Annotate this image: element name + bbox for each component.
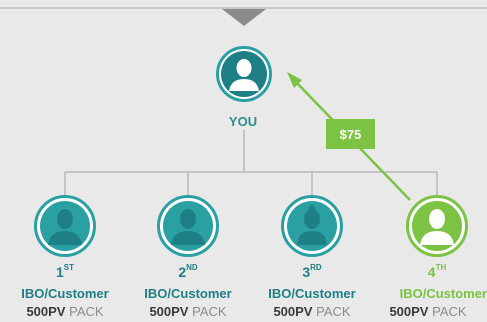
person-icon bbox=[412, 201, 462, 251]
you-label: YOU bbox=[228, 114, 258, 129]
member-pack-3: 500PV PACK bbox=[273, 304, 351, 319]
person-icon bbox=[40, 201, 90, 251]
you-avatar bbox=[216, 46, 272, 102]
member-pack-2: 500PV PACK bbox=[149, 304, 227, 319]
member-role-2: IBO/Customer bbox=[144, 286, 232, 301]
member-role-1: IBO/Customer bbox=[21, 286, 109, 301]
member-avatar-4 bbox=[406, 195, 468, 257]
member-avatar-2 bbox=[157, 195, 219, 257]
commission-arrow-head bbox=[287, 72, 302, 88]
person-icon bbox=[221, 51, 267, 97]
member-role-4: IBO/Customer bbox=[399, 286, 487, 301]
member-avatar-3 bbox=[281, 195, 343, 257]
member-rank-2: 2ND bbox=[178, 263, 198, 280]
top-divider bbox=[0, 0, 487, 9]
commission-badge: $75 bbox=[326, 119, 375, 149]
member-avatar-1 bbox=[34, 195, 96, 257]
member-rank-1: 1ST bbox=[55, 263, 75, 280]
member-rank-3: 3RD bbox=[302, 263, 322, 280]
down-arrow-icon bbox=[222, 9, 266, 26]
person-female-icon bbox=[287, 201, 337, 251]
member-role-3: IBO/Customer bbox=[268, 286, 356, 301]
member-pack-4: 500PV PACK bbox=[389, 304, 467, 319]
member-pack-1: 500PV PACK bbox=[26, 304, 104, 319]
person-icon bbox=[163, 201, 213, 251]
member-rank-4: 4TH bbox=[427, 263, 447, 280]
